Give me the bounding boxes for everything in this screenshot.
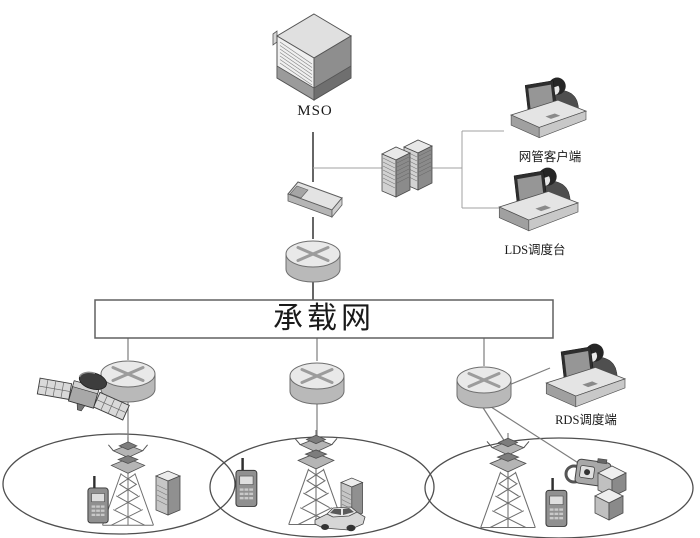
rds-terminal-label: RDS调度端 [555,413,617,427]
rds-terminal-icon [545,343,626,408]
edge-router-right-icon [455,365,513,410]
core-router-icon [284,239,342,284]
coverage-cell-middle [209,436,435,538]
handheld-radio-right [544,476,569,528]
mso-chassis-icon [272,13,352,101]
lds-console-label: LDS调度台 [504,243,566,257]
coverage-cell-right [424,437,694,538]
mso-label: MSO [297,103,333,119]
edge-router-left-icon [99,359,157,404]
coverage-cell-left [2,433,236,535]
link-router-camera [487,404,584,467]
handheld-radio-middle [234,456,259,508]
link-router-rds [508,367,551,386]
base-station-tower-right [480,432,536,529]
equipment-boxes-icon [594,465,627,521]
base-station-tower-left [102,436,154,526]
bearer-network-box [94,299,554,339]
edge-router-middle-icon [288,361,346,406]
nms-client-icon [510,77,587,139]
lan-switch-icon [287,181,343,219]
lds-console-icon [498,167,579,232]
handheld-radio-left [86,474,110,525]
bearer-network-label: 承载网 [273,302,375,335]
link-router-tower-right [479,402,508,446]
server-pair-icon [381,139,433,198]
equipment-cabinet-left [155,470,181,516]
vehicle-icon [314,506,366,532]
nms-client-label: 网管客户端 [518,150,582,164]
